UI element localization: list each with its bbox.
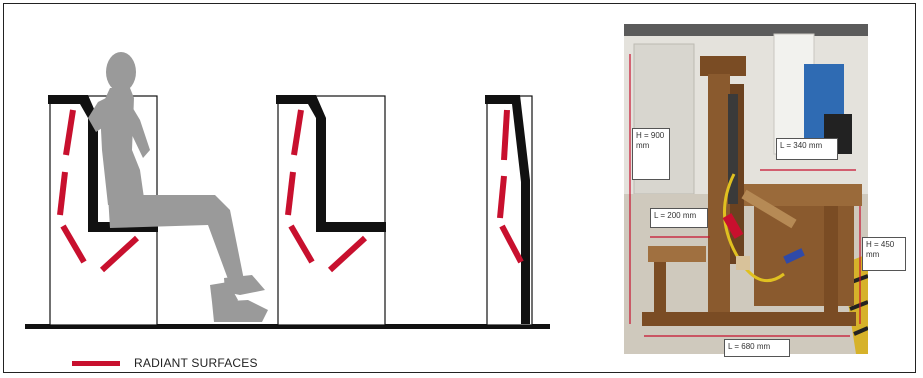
dimension-seat-height-450-label: H = 450 mm — [862, 237, 906, 271]
prototype-photo: H = 900 mm L = 340 mm L = 200 mm H = 450… — [624, 24, 868, 354]
legend-swatch-radiant — [72, 361, 120, 366]
dimension-height-900: H = 900 mm — [632, 128, 670, 180]
dimension-total-length-680: L = 680 mm — [724, 339, 790, 357]
chair-2 — [276, 95, 386, 325]
legend-label: RADIANT SURFACES — [134, 356, 258, 370]
dimension-back-length-340: L = 340 mm — [776, 138, 838, 160]
dimension-foot-length-200: L = 200 mm — [650, 208, 708, 228]
prototype-illustration — [624, 24, 868, 354]
